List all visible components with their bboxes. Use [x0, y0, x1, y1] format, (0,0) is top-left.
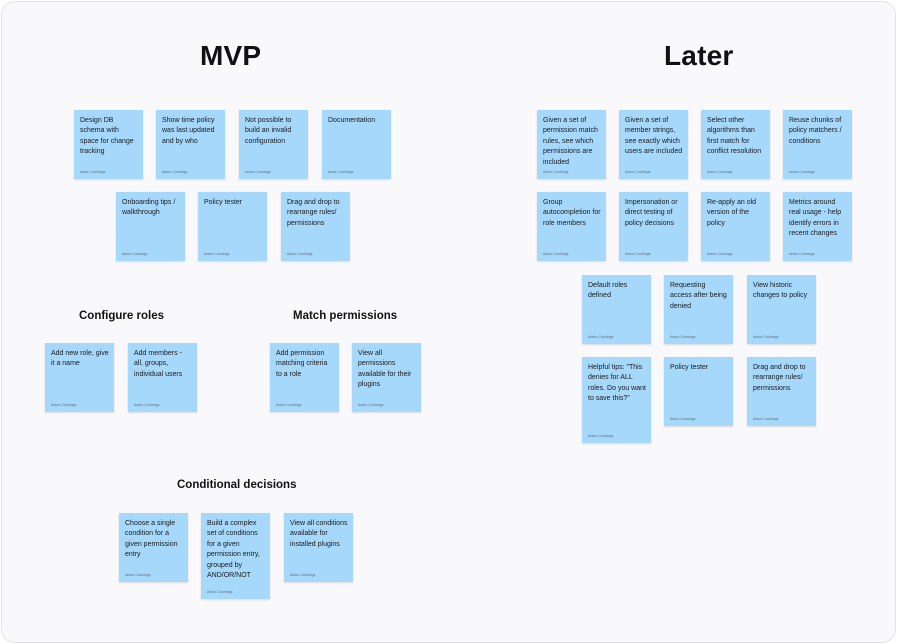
sticky-note-text: Choose a single condition for a given pe…	[125, 520, 178, 559]
sticky-note-text: Not possible to build an invalid configu…	[245, 117, 292, 145]
sticky-note-text: Design DB schema with space for change t…	[80, 117, 134, 156]
sticky-note[interactable]: Policy tester Anton Cushings	[198, 192, 267, 261]
sticky-note-author: Anton Cushings	[328, 170, 354, 174]
sticky-note-author: Anton Cushings	[588, 434, 614, 438]
sticky-note[interactable]: Requesting access after being denied Ant…	[664, 275, 733, 344]
sticky-note-text: Default roles defined	[588, 282, 628, 300]
sticky-note[interactable]: Policy tester Anton Cushings	[664, 357, 733, 426]
sticky-note-author: Anton Cushings	[125, 573, 151, 577]
sticky-note-text: Re-apply an old version of the policy	[707, 199, 757, 227]
sticky-note-text: Add permission matching criteria to a ro…	[276, 350, 328, 378]
sticky-note[interactable]: Choose a single condition for a given pe…	[119, 513, 188, 582]
sticky-note-text: Given a set of member strings, see exact…	[625, 117, 683, 156]
sticky-note-text: View all permissions available for their…	[358, 350, 412, 389]
configure-roles-heading: Configure roles	[79, 310, 164, 322]
sticky-note-author: Anton Cushings	[245, 170, 271, 174]
sticky-note-author: Anton Cushings	[707, 252, 733, 256]
sticky-note[interactable]: Not possible to build an invalid configu…	[239, 110, 308, 179]
sticky-note-author: Anton Cushings	[707, 170, 733, 174]
sticky-note[interactable]: Reuse chunks of policy matchers / condit…	[783, 110, 852, 179]
sticky-note-author: Anton Cushings	[789, 170, 815, 174]
match-permissions-heading: Match permissions	[293, 310, 398, 322]
sticky-note[interactable]: Metrics around real usage - help identif…	[783, 192, 852, 261]
mvp-heading: MVP	[200, 40, 262, 71]
sticky-note-author: Anton Cushings	[789, 252, 815, 256]
sticky-note[interactable]: Impersonation or direct testing of polic…	[619, 192, 688, 261]
sticky-note[interactable]: View historic changes to policy Anton Cu…	[747, 275, 816, 344]
sticky-note-author: Anton Cushings	[51, 403, 77, 407]
sticky-note-author: Anton Cushings	[753, 417, 779, 421]
sticky-note-text: Onboarding tips / walkthrough	[122, 199, 176, 217]
sticky-note-text: Metrics around real usage - help identif…	[789, 199, 842, 238]
sticky-note[interactable]: Drag and drop to rearrange rules/ permis…	[747, 357, 816, 426]
sticky-note-text: Add members - all, groups, individual us…	[134, 350, 183, 378]
sticky-note[interactable]: Default roles defined Anton Cushings	[582, 275, 651, 344]
sticky-note[interactable]: Group autocompletion for role members An…	[537, 192, 606, 261]
sticky-note[interactable]: Add new role, give it a name Anton Cushi…	[45, 343, 114, 412]
sticky-note-text: View all conditions available for instal…	[290, 520, 348, 548]
sticky-note[interactable]: View all conditions available for instal…	[284, 513, 353, 582]
sticky-note[interactable]: Select other algorithms than first match…	[701, 110, 770, 179]
sticky-note[interactable]: Onboarding tips / walkthrough Anton Cush…	[116, 192, 185, 261]
sticky-note[interactable]: View all permissions available for their…	[352, 343, 421, 412]
sticky-note-author: Anton Cushings	[276, 403, 302, 407]
sticky-note-author: Anton Cushings	[670, 335, 696, 339]
sticky-note-author: Anton Cushings	[134, 403, 160, 407]
conditional-decisions-heading: Conditional decisions	[177, 479, 297, 491]
sticky-note[interactable]: Add members - all, groups, individual us…	[128, 343, 197, 412]
sticky-note-text: Group autocompletion for role members	[543, 199, 601, 227]
sticky-note-author: Anton Cushings	[543, 252, 569, 256]
sticky-note-text: Select other algorithms than first match…	[707, 117, 762, 156]
sticky-note-author: Anton Cushings	[543, 170, 569, 174]
sticky-note-text: View historic changes to policy	[753, 282, 808, 300]
sticky-note-text: Reuse chunks of policy matchers / condit…	[789, 117, 842, 145]
later-heading: Later	[664, 40, 734, 71]
sticky-note-author: Anton Cushings	[204, 252, 230, 256]
sticky-note-text: Documentation	[328, 117, 376, 124]
sticky-note-text: Given a set of permission match rules, s…	[543, 117, 598, 166]
sticky-note[interactable]: Given a set of permission match rules, s…	[537, 110, 606, 179]
sticky-note-author: Anton Cushings	[207, 590, 233, 594]
sticky-note[interactable]: Design DB schema with space for change t…	[74, 110, 143, 179]
sticky-note[interactable]: Drag and drop to rearrange rules/ permis…	[281, 192, 350, 261]
sticky-note-author: Anton Cushings	[162, 170, 188, 174]
sticky-note-text: Helpful tips: "This denies for ALL roles…	[588, 364, 646, 403]
sticky-note-author: Anton Cushings	[753, 335, 779, 339]
sticky-note-author: Anton Cushings	[358, 403, 384, 407]
sticky-note[interactable]: Add permission matching criteria to a ro…	[270, 343, 339, 412]
sticky-note-text: Drag and drop to rearrange rules/ permis…	[753, 364, 806, 392]
sticky-note[interactable]: Show time policy was last updated and by…	[156, 110, 225, 179]
sticky-note-author: Anton Cushings	[287, 252, 313, 256]
sticky-note-text: Show time policy was last updated and by…	[162, 117, 215, 145]
sticky-note-text: Policy tester	[204, 199, 243, 206]
sticky-note[interactable]: Build a complex set of conditions for a …	[201, 513, 270, 599]
sticky-note-author: Anton Cushings	[588, 335, 614, 339]
sticky-note-text: Policy tester	[670, 364, 709, 371]
sticky-note[interactable]: Re-apply an old version of the policy An…	[701, 192, 770, 261]
sticky-note-text: Requesting access after being denied	[670, 282, 727, 310]
sticky-note-text: Add new role, give it a name	[51, 350, 109, 368]
sticky-note-author: Anton Cushings	[80, 170, 106, 174]
sticky-note[interactable]: Documentation Anton Cushings	[322, 110, 391, 179]
sticky-note-author: Anton Cushings	[290, 573, 316, 577]
sticky-note-text: Build a complex set of conditions for a …	[207, 520, 260, 580]
sticky-note-author: Anton Cushings	[122, 252, 148, 256]
sticky-note-text: Drag and drop to rearrange rules/ permis…	[287, 199, 340, 227]
sticky-note[interactable]: Helpful tips: "This denies for ALL roles…	[582, 357, 651, 443]
sticky-note-author: Anton Cushings	[625, 252, 651, 256]
sticky-note-text: Impersonation or direct testing of polic…	[625, 199, 678, 227]
sticky-note[interactable]: Given a set of member strings, see exact…	[619, 110, 688, 179]
sticky-note-author: Anton Cushings	[670, 417, 696, 421]
sticky-note-author: Anton Cushings	[625, 170, 651, 174]
